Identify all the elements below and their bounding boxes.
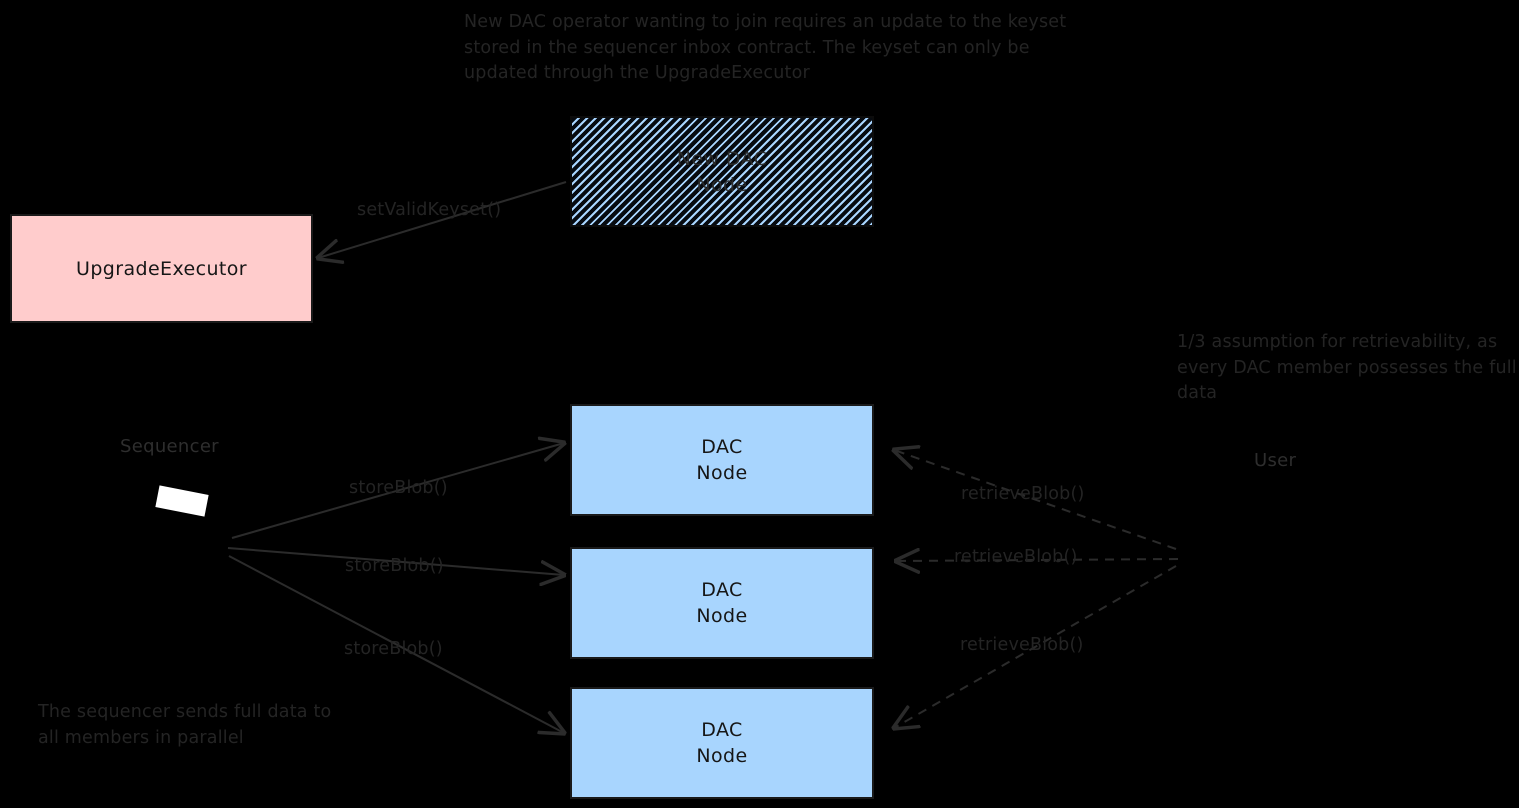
edge-label-store-blob-1: storeBlob() — [349, 478, 448, 498]
node-dac-node-1[interactable]: DAC Node — [570, 404, 874, 516]
node-dac-node-2[interactable]: DAC Node — [570, 547, 874, 659]
node-dac-node-3-label: DAC Node — [696, 719, 748, 767]
node-dac-node-3[interactable]: DAC Node — [570, 687, 874, 799]
edge-retrieve-blob-3 — [894, 565, 1177, 728]
actor-label-sequencer: Sequencer — [120, 436, 219, 457]
annotation-sequencer-parallel: The sequencer sends full data to all mem… — [38, 702, 332, 748]
edge-label-retrieve-blob-2: retrieveBlob() — [954, 547, 1078, 567]
node-upgrade-executor[interactable]: UpgradeExecutor — [10, 214, 313, 323]
edge-label-set-valid-keyset: setValidKeyset() — [357, 200, 502, 220]
edge-store-blob-1 — [231, 443, 564, 539]
edge-label-retrieve-blob-1: retrieveBlob() — [961, 484, 1085, 504]
node-new-dac-node[interactable]: New DAC Node — [570, 116, 874, 227]
edge-retrieve-blob-1 — [894, 450, 1177, 550]
annotation-retrievability-assumption: 1/3 assumption for retrievability, as ev… — [1177, 332, 1517, 403]
edge-label-retrieve-blob-3: retrieveBlob() — [960, 635, 1084, 655]
annotation-keyset-update: New DAC operator wanting to join require… — [464, 12, 1067, 83]
edge-store-blob-3 — [228, 555, 564, 733]
edge-store-blob-2 — [227, 547, 564, 575]
edge-label-store-blob-2: storeBlob() — [345, 556, 444, 576]
node-dac-node-2-label: DAC Node — [696, 579, 748, 627]
node-new-dac-node-label: New DAC Node — [676, 147, 768, 196]
edge-set-valid-keyset — [318, 181, 567, 258]
node-upgrade-executor-label: UpgradeExecutor — [76, 257, 247, 280]
node-dac-node-1-label: DAC Node — [696, 436, 748, 484]
actor-label-user: User — [1254, 450, 1297, 471]
edge-label-store-blob-3: storeBlob() — [344, 639, 443, 659]
